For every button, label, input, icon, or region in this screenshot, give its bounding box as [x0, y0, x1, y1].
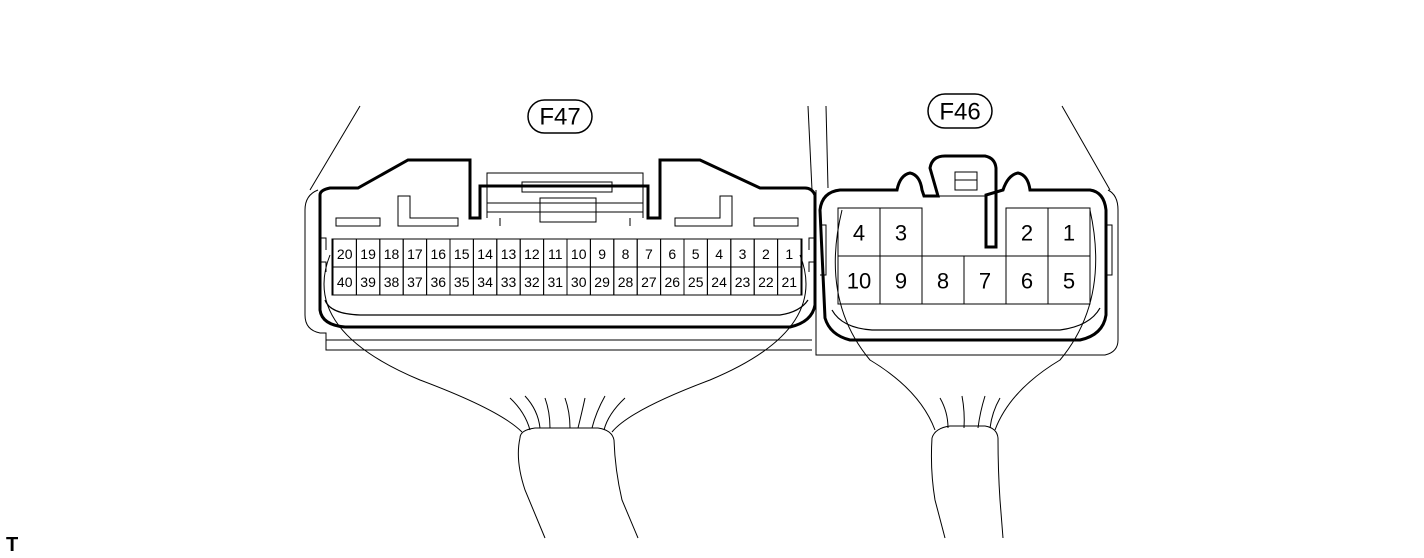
pin-label: 10	[571, 246, 587, 262]
pin-label: 31	[548, 274, 564, 290]
pin-cell	[1047, 255, 1091, 305]
pin-label: 4	[715, 246, 723, 262]
pin-label: 4	[853, 221, 865, 246]
pin-label: 34	[477, 274, 493, 290]
f46-tag-label: F46	[939, 99, 980, 126]
pin-label: 3	[895, 221, 907, 246]
pin-label: 29	[594, 274, 610, 290]
pin-label: 19	[360, 246, 376, 262]
pin-label: 1	[1063, 221, 1075, 246]
pin-label: 9	[895, 269, 907, 294]
pin-label: 8	[937, 269, 949, 294]
pin-label: 38	[384, 274, 400, 290]
f47-tag-label: F47	[539, 104, 580, 131]
pin-label: 32	[524, 274, 540, 290]
pin-label: 39	[360, 274, 376, 290]
pin-label: 15	[454, 246, 470, 262]
pin-label: 14	[477, 246, 493, 262]
pin-label: 21	[782, 274, 798, 290]
f47-tag: F47	[527, 99, 593, 134]
pin-label: 36	[431, 274, 447, 290]
connector-f46	[807, 105, 1119, 539]
pin-label: 2	[1021, 221, 1033, 246]
pin-label: 33	[501, 274, 517, 290]
pin-label: 16	[431, 246, 447, 262]
pin-label: 27	[641, 274, 657, 290]
pin-label: 17	[407, 246, 423, 262]
pin-label: 25	[688, 274, 704, 290]
pin-label: 30	[571, 274, 587, 290]
f46-tag: F46	[927, 93, 993, 129]
pin-label: 26	[665, 274, 681, 290]
pin-label: 22	[758, 274, 774, 290]
pin-label: 37	[407, 274, 423, 290]
connector-f47	[304, 105, 817, 539]
pin-label: 7	[645, 246, 653, 262]
pin-label: 23	[735, 274, 751, 290]
pin-label: 10	[847, 269, 871, 294]
pin-cell	[777, 266, 802, 296]
pin-label: 20	[337, 246, 353, 262]
f46-pin-grid: 4 3 2 1 10 9 8 7 6 5	[837, 207, 1091, 305]
pin-label: 6	[668, 246, 676, 262]
pin-label: 35	[454, 274, 470, 290]
pin-label: 5	[1063, 269, 1075, 294]
pin-label: 24	[711, 274, 727, 290]
pin-label: 9	[598, 246, 606, 262]
pin-label: 12	[524, 246, 540, 262]
pin-label: 11	[548, 246, 563, 262]
pin-label: 8	[622, 246, 630, 262]
pin-label: 28	[618, 274, 634, 290]
pin-label: 7	[979, 269, 991, 294]
pin-label: 40	[337, 274, 353, 290]
pin-label: 3	[739, 246, 747, 262]
pin-label: 18	[384, 246, 400, 262]
pin-label: 1	[785, 246, 793, 262]
corner-mark: T	[6, 534, 19, 556]
pin-label: 13	[501, 246, 517, 262]
pin-label: 2	[762, 246, 770, 262]
pin-label: 6	[1021, 269, 1033, 294]
pin-label: 5	[692, 246, 700, 262]
